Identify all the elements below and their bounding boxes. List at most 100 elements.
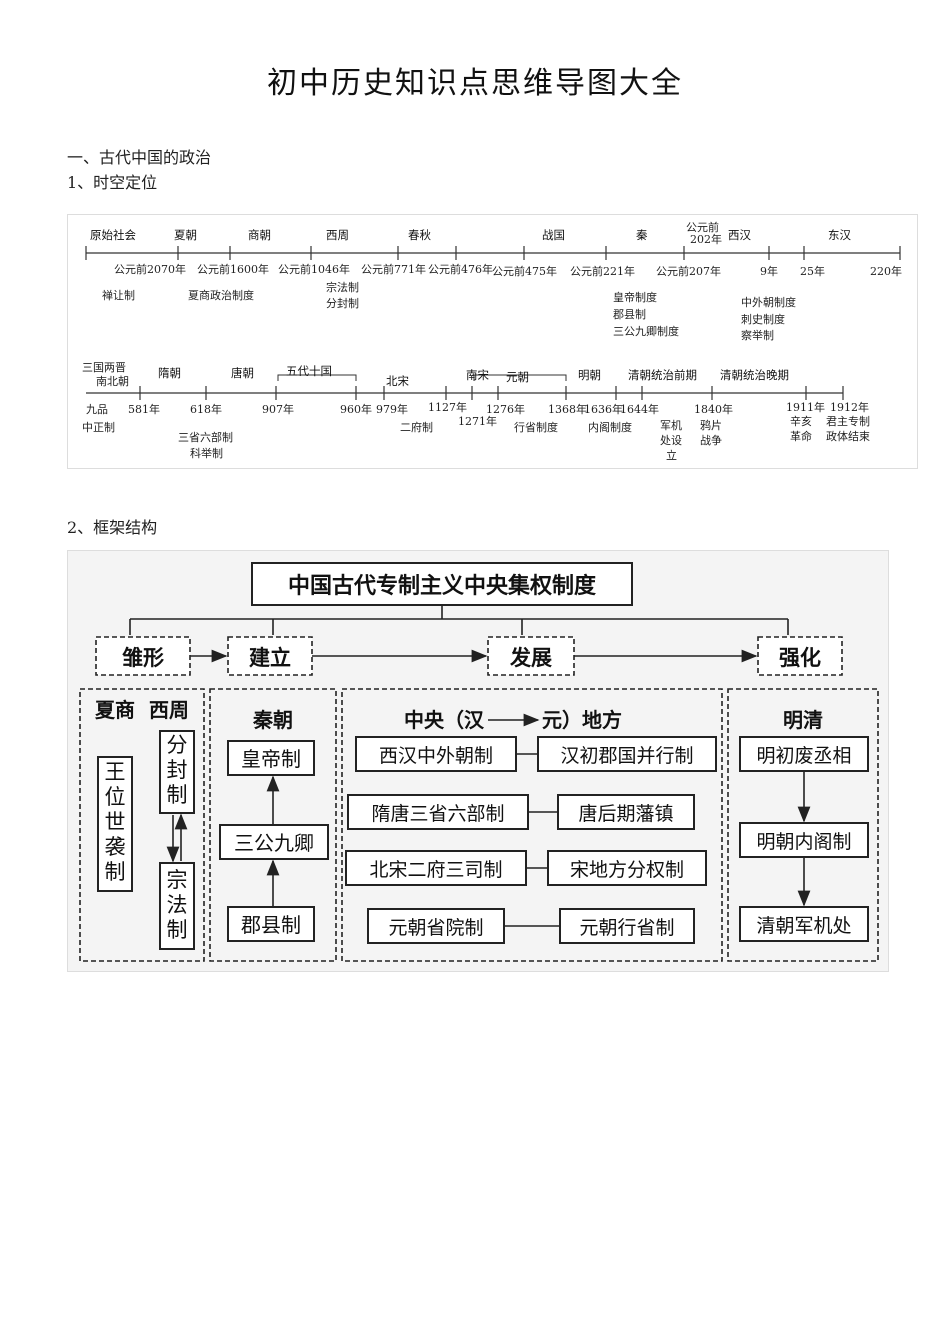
subsection-heading-framework: 2、框架结构 (67, 518, 158, 537)
tl-note: 中外朝制度 (741, 295, 796, 309)
tl-era: 东汉 (828, 228, 851, 242)
tl-date: 1276年 (486, 402, 525, 416)
tl-era: 南北朝 (96, 375, 129, 388)
tl-date: 公元前2070年 (114, 262, 186, 276)
tl-note: 军机 (660, 418, 682, 432)
framework-top-box: 中国古代专制主义中央集权制度 (288, 573, 597, 599)
tl-era: 西汉 (728, 228, 751, 242)
tl-date: 公元前221年 (570, 264, 635, 278)
page-title: 初中历史知识点思维导图大全 (267, 66, 683, 101)
tl-date: 979年 (376, 402, 408, 416)
tl-date: 220年 (870, 264, 902, 278)
tl-note: 政体结束 (826, 429, 870, 443)
tl-note: 革命 (790, 429, 812, 443)
tl-era: 元朝 (506, 370, 529, 384)
tl-era: 唐朝 (231, 366, 254, 380)
col1-right-top-box: 分封制 (167, 733, 188, 807)
tl-note: 刺史制度 (741, 312, 785, 326)
col-header: 明清 (783, 708, 823, 732)
col4-item: 明朝内阁制 (756, 831, 851, 853)
tl-note: 处设 (660, 434, 682, 447)
tl-note: 科举制 (190, 446, 223, 460)
stage-box: 强化 (779, 646, 821, 670)
col2-item: 皇帝制 (241, 747, 301, 771)
tl-note: 中正制 (82, 421, 115, 434)
tl-note: 禅让制 (102, 288, 135, 302)
col3-local-item: 宋地方分权制 (570, 859, 684, 881)
tl-era: 战国 (542, 228, 565, 242)
tl-note: 鸦片 (700, 418, 722, 432)
timeline-figure: 原始社会 夏朝 商朝 西周 春秋 战国 秦 公元前 202年 西汉 东汉 公元前… (67, 214, 918, 469)
tl-era: 秦 (636, 228, 648, 242)
col3-central-item: 北宋二府三司制 (369, 859, 502, 881)
tl-date: 581年 (128, 402, 160, 416)
tl-note: 皇帝制度 (613, 290, 657, 304)
tl-note: 战争 (700, 433, 722, 447)
tl-era: 公元前 (686, 220, 719, 234)
tl-date: 618年 (190, 402, 222, 416)
col1-left-box: 王位世袭制 (105, 760, 126, 884)
tl-era: 原始社会 (90, 228, 136, 242)
timeline-ticks-2 (139, 386, 844, 400)
tl-note: 察举制 (741, 328, 774, 342)
tl-date: 公元前476年 (428, 262, 493, 276)
col4-item: 清朝军机处 (756, 915, 851, 937)
tl-date: 1911年 (786, 400, 825, 414)
tl-date: 1912年 (830, 400, 869, 414)
col-header: 中央（汉 (404, 708, 485, 732)
tl-era: 夏朝 (174, 228, 197, 242)
tl-era: 明朝 (578, 368, 601, 382)
timeline-ticks-1 (85, 246, 901, 260)
tl-date: 1840年 (694, 402, 733, 416)
tl-era: 西周 (326, 228, 349, 242)
tl-date: 1271年 (458, 414, 497, 428)
tl-era: 南宋 (466, 368, 489, 382)
tl-note: 三公九卿制度 (613, 324, 679, 338)
col3-central-item: 西汉中外朝制 (379, 745, 493, 767)
tl-note: 内阁制度 (588, 420, 632, 434)
tl-note: 二府制 (400, 420, 433, 434)
tl-era: 北宋 (386, 374, 409, 388)
tl-date: 公元前1600年 (197, 262, 269, 276)
tl-date: 25年 (800, 264, 825, 278)
framework-diagram: 中国古代专制主义中央集权制度 雏形 建立 发展 强化 夏商 西周 王位世袭制 分… (67, 550, 889, 972)
col2-item: 三公九卿 (234, 831, 314, 855)
col2-item: 郡县制 (241, 913, 301, 937)
subsection-heading-timeline: 1、时空定位 (67, 173, 158, 192)
tl-note: 郡县制 (613, 308, 646, 321)
tl-date: 907年 (262, 402, 294, 416)
tl-era: 清朝统治前期 (628, 368, 697, 382)
tl-note: 行省制度 (514, 420, 558, 434)
tl-note: 宗法制 (326, 280, 359, 294)
tl-date: 公元前475年 (492, 264, 557, 278)
tl-date: 公元前771年 (361, 262, 426, 276)
tl-note: 分封制 (326, 296, 359, 310)
section-heading: 一、古代中国的政治 (67, 148, 212, 167)
col3-central-item: 隋唐三省六部制 (371, 803, 504, 825)
stage-box: 雏形 (122, 646, 164, 670)
tl-note: 夏商政治制度 (188, 288, 254, 302)
col3-local-item: 元朝行省制 (579, 917, 674, 939)
tl-date: 1636年 (584, 402, 623, 416)
tl-date: 九品 (86, 403, 108, 416)
col3-central-item: 元朝省院制 (388, 917, 483, 939)
stage-box: 建立 (249, 646, 291, 670)
col-header: 夏商 西周 (95, 698, 189, 722)
col3-local-item: 唐后期藩镇 (578, 803, 673, 825)
tl-era: 清朝统治晚期 (720, 368, 789, 382)
col4-item: 明初废丞相 (756, 745, 851, 767)
tl-note: 立 (666, 448, 677, 462)
tl-era: 隋朝 (158, 366, 181, 380)
col3-local-item: 汉初郡国并行制 (560, 745, 693, 767)
tl-note: 三省六部制 (178, 430, 233, 444)
tl-date: 960年 (340, 402, 372, 416)
tl-date: 9年 (760, 264, 778, 278)
tl-era: 三国两晋 (82, 361, 126, 374)
col1-right-bottom-box: 宗法制 (167, 868, 188, 942)
tl-date: 1644年 (620, 402, 659, 416)
tl-era: 五代十国 (286, 364, 332, 378)
col-header: 元）地方 (542, 708, 622, 732)
tl-era: 202年 (690, 232, 722, 246)
tl-era: 商朝 (248, 228, 271, 242)
tl-note: 君主专制 (826, 414, 870, 428)
